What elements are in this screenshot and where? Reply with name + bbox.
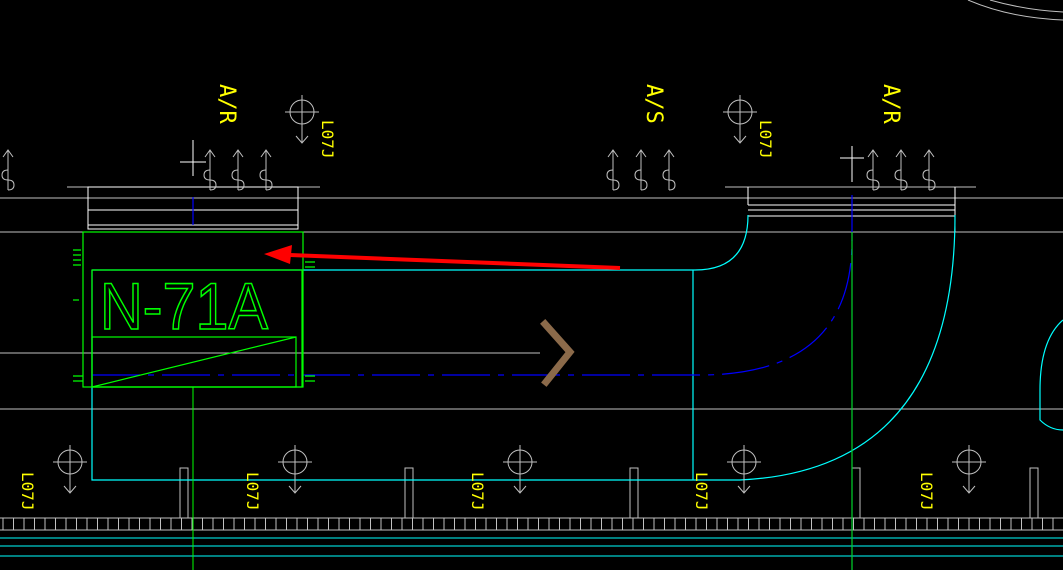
duct-run[interactable] <box>91 214 1063 481</box>
air-terminal-arrow <box>662 149 676 191</box>
structure-lines <box>0 186 1063 519</box>
sprinkler-head[interactable]: L07J <box>18 445 87 511</box>
air-terminal-arrow <box>634 149 648 191</box>
sprinkler-head[interactable]: L07J <box>723 95 775 159</box>
air-terminal-arrow <box>259 149 273 191</box>
sprinkler-head[interactable]: L07J <box>285 95 337 159</box>
air-terminal-arrow <box>203 149 217 191</box>
sprinkler-label: L07J <box>18 472 37 511</box>
sprinkler-label: L07J <box>243 472 262 511</box>
sprinkler-label: L07J <box>468 472 487 511</box>
sprinkler-label: L07J <box>756 120 775 159</box>
sprinkler-label: L07J <box>318 120 337 159</box>
sprinkler-label: L07J <box>917 472 936 511</box>
flow-chevron <box>540 319 575 387</box>
duct-centerline <box>92 195 853 570</box>
sprinkler-head[interactable]: L07J <box>692 445 761 511</box>
air-terminal-arrow <box>231 149 245 191</box>
air-terminal-arrow <box>606 149 620 191</box>
tag-ar-right: A/R <box>878 84 903 124</box>
sprinkler-head[interactable]: L07J <box>243 445 312 511</box>
equipment-n71a[interactable] <box>73 231 315 388</box>
sprinkler-head[interactable]: L07J <box>468 445 537 511</box>
bottom-ruler <box>0 517 1063 557</box>
air-terminal-symbols <box>1 149 936 191</box>
sprinkler-label: L07J <box>692 472 711 511</box>
equipment-tag: N-71A <box>100 269 268 343</box>
air-terminal-arrow <box>922 149 936 191</box>
air-terminal-arrow <box>866 149 880 191</box>
crosshair-markers <box>180 140 864 182</box>
annotation-arrow <box>264 245 621 270</box>
sprinkler-head[interactable]: L07J <box>917 445 986 511</box>
flange-marks <box>73 249 315 382</box>
bottom-posts <box>179 467 1039 519</box>
tag-as-mid: A/S <box>641 84 666 124</box>
air-terminal-arrow <box>1 149 15 191</box>
tag-ar-left: A/R <box>214 84 239 124</box>
grid-lines-green <box>192 232 853 570</box>
sprinkler-heads: L07J L07J L07J L07J L07J L07J L07J <box>18 95 986 511</box>
curve-top-right <box>967 0 1063 21</box>
air-terminal-arrow <box>894 149 908 191</box>
